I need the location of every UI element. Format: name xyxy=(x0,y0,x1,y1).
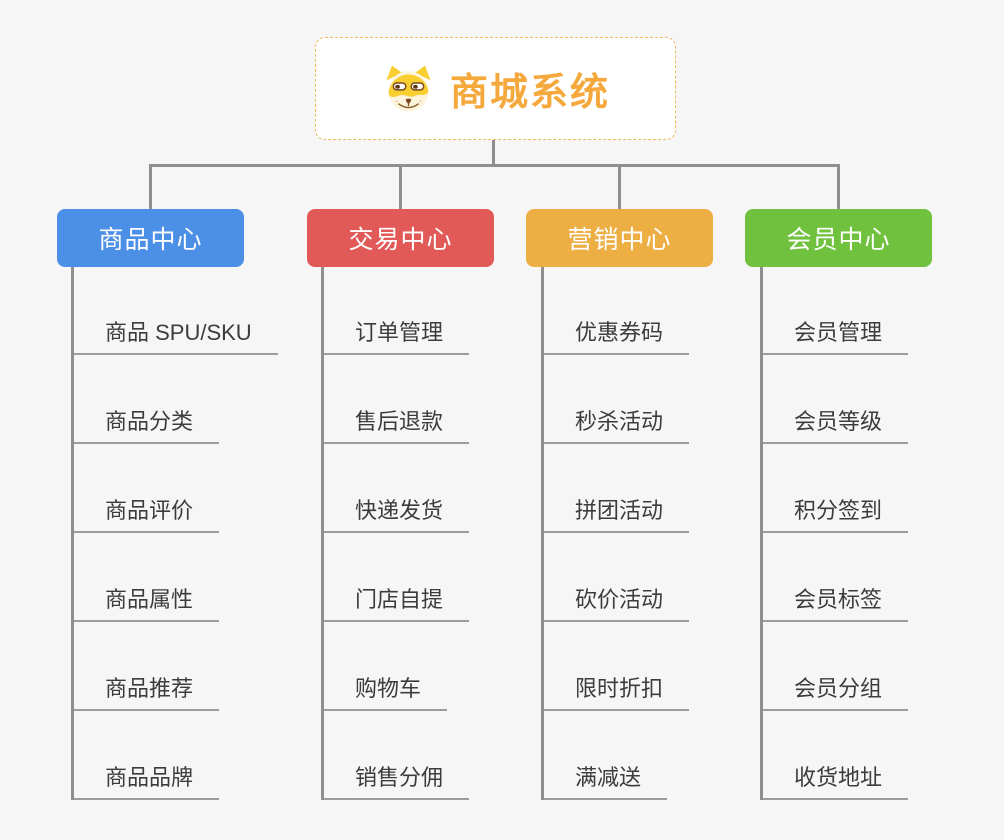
child-node[interactable]: 拼团活动 xyxy=(544,487,690,533)
child-node[interactable]: 满减送 xyxy=(544,754,668,800)
child-node[interactable]: 销售分佣 xyxy=(324,754,470,800)
branch-drop-line xyxy=(399,164,402,209)
root-title: 商城系统 xyxy=(449,72,610,114)
child-node[interactable]: 商品分类 xyxy=(74,398,220,444)
child-node[interactable]: 快递发货 xyxy=(324,487,470,533)
child-node[interactable]: 商品品牌 xyxy=(74,754,220,800)
branch-column-product: 商品 SPU/SKU 商品分类 商品评价 商品属性 商品推荐 商品品牌 xyxy=(71,267,324,800)
child-node[interactable]: 会员管理 xyxy=(763,309,909,355)
branch-drop-line xyxy=(837,164,840,209)
child-node[interactable]: 会员标签 xyxy=(763,576,909,622)
root-connector-line xyxy=(492,140,495,166)
child-node[interactable]: 商品评价 xyxy=(74,487,220,533)
branch-box-trade-center[interactable]: 交易中心 xyxy=(307,209,494,267)
bus-connector-line xyxy=(149,164,840,167)
child-node[interactable]: 会员分组 xyxy=(763,665,909,711)
child-node[interactable]: 收货地址 xyxy=(763,754,909,800)
branch-drop-line xyxy=(149,164,152,209)
branch-column-member: 会员管理 会员等级 积分签到 会员标签 会员分组 收货地址 xyxy=(760,267,1004,800)
child-node[interactable]: 砍价活动 xyxy=(544,576,690,622)
branch-column-marketing: 优惠券码 秒杀活动 拼团活动 砍价活动 限时折扣 满减送 xyxy=(541,267,794,800)
branch-box-marketing-center[interactable]: 营销中心 xyxy=(526,209,713,267)
root-node[interactable]: 商城系统 xyxy=(315,37,676,140)
child-node[interactable]: 商品属性 xyxy=(74,576,220,622)
child-node[interactable]: 门店自提 xyxy=(324,576,470,622)
child-node[interactable]: 会员等级 xyxy=(763,398,909,444)
child-node[interactable]: 秒杀活动 xyxy=(544,398,690,444)
child-node[interactable]: 商品推荐 xyxy=(74,665,220,711)
branch-drop-line xyxy=(618,164,621,209)
branch-column-trade: 订单管理 售后退款 快递发货 门店自提 购物车 销售分佣 xyxy=(321,267,574,800)
doge-icon xyxy=(386,65,431,112)
branch-box-member-center[interactable]: 会员中心 xyxy=(745,209,932,267)
child-node[interactable]: 限时折扣 xyxy=(544,665,690,711)
child-node[interactable]: 购物车 xyxy=(324,665,448,711)
child-node[interactable]: 售后退款 xyxy=(324,398,470,444)
child-node[interactable]: 订单管理 xyxy=(324,309,470,355)
child-node[interactable]: 积分签到 xyxy=(763,487,909,533)
branch-box-product-center[interactable]: 商品中心 xyxy=(57,209,244,267)
child-node[interactable]: 优惠券码 xyxy=(544,309,690,355)
child-node[interactable]: 商品 SPU/SKU xyxy=(74,309,278,355)
